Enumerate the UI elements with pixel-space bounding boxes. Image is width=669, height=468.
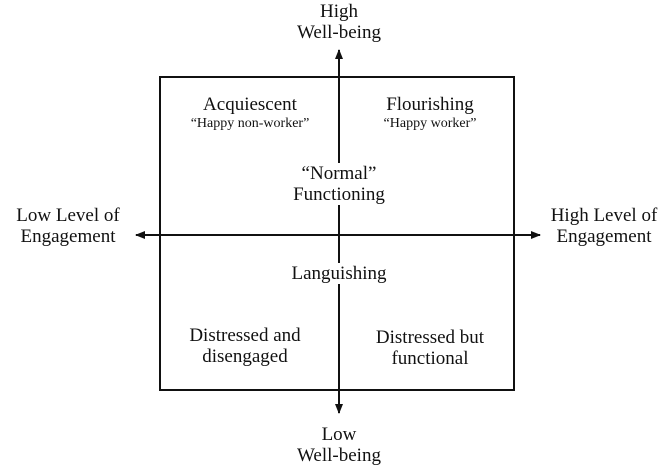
center-normal-functioning: “Normal” Functioning [264, 163, 414, 206]
axis-label-left-line2: Engagement [20, 225, 116, 247]
axis-label-left-line1: Low Level of [16, 205, 120, 226]
quadrant-top-right-title: Flourishing [386, 94, 474, 115]
quadrant-top-right: Flourishing “Happy worker” [355, 94, 505, 131]
axis-label-top: High Well-being [279, 1, 399, 44]
quadrant-bottom-right-line1: Distressed but [375, 327, 485, 348]
center-normal-quote: “Normal” [298, 163, 380, 184]
axis-label-bottom-line1: Low [321, 424, 357, 445]
center-normal-line1: “Normal” [264, 163, 414, 185]
quadrant-top-left-title: Acquiescent [203, 94, 297, 115]
center-normal-line2: Functioning [264, 183, 414, 206]
quadrant-top-left-subtitle: “Happy non-worker” [190, 115, 310, 131]
axis-label-right-line2: Engagement [556, 225, 652, 247]
quadrant-bottom-right: Distressed but functional [350, 327, 510, 370]
center-languishing: Languishing [264, 263, 414, 285]
axis-label-right-line1: High Level of [550, 205, 658, 226]
axis-label-left: Low Level of Engagement [0, 205, 136, 248]
axis-label-top-line2: Well-being [297, 21, 381, 43]
center-functioning: Functioning [290, 183, 388, 205]
center-languishing-label: Languishing [288, 263, 390, 284]
quadrant-top-right-subtitle: “Happy worker” [383, 115, 477, 131]
quadrant-box [159, 76, 515, 391]
axis-label-right: High Level of Engagement [541, 205, 667, 248]
quadrant-bottom-left-line2: disengaged [202, 345, 288, 367]
axis-label-bottom-line2: Well-being [297, 444, 381, 466]
axis-label-bottom: Low Well-being [279, 424, 399, 467]
quadrant-bottom-left: Distressed and disengaged [170, 325, 320, 368]
quadrant-top-left: Acquiescent “Happy non-worker” [170, 94, 330, 131]
quadrant-bottom-left-line1: Distressed and [189, 325, 301, 346]
quadrant-bottom-right-line2: functional [391, 347, 469, 369]
axis-label-top-line1: High [320, 1, 358, 22]
